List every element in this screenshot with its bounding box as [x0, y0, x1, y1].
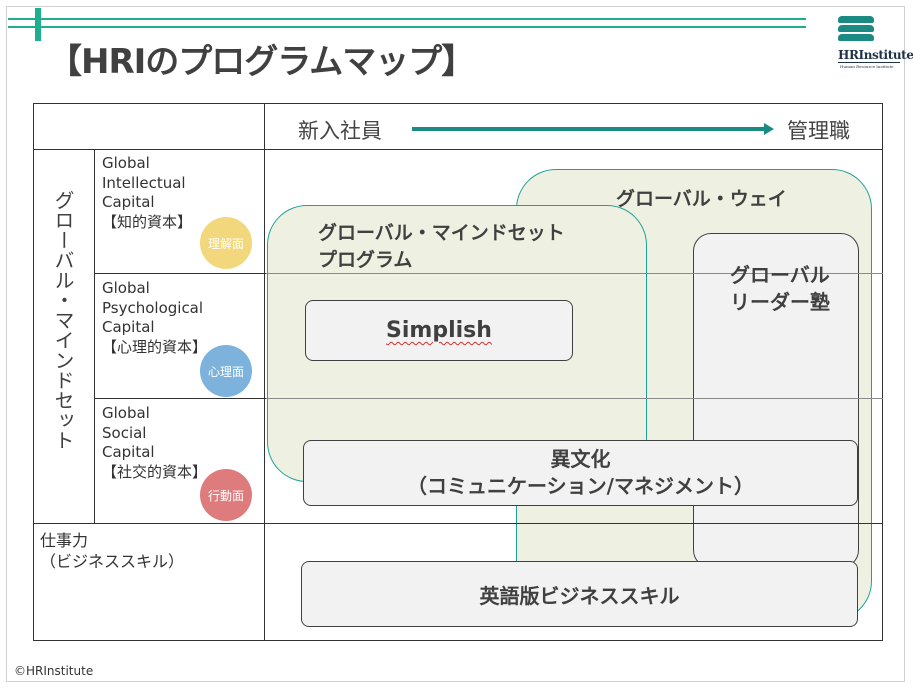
row-label-psychological: Global Psychological Capital 【心理的資本】 — [102, 279, 208, 356]
program-simplish-label: Simplish — [386, 318, 492, 343]
grid-line-col-1 — [94, 149, 95, 523]
header-end-label: 管理職 — [787, 119, 850, 143]
career-arrow-line — [412, 127, 766, 131]
arrow-right-icon — [764, 123, 774, 135]
header-line-bottom — [8, 26, 806, 28]
logo-underline — [838, 62, 900, 63]
header-line-top — [8, 18, 806, 20]
logo-wave-icon — [838, 16, 874, 23]
copyright: ©HRInstitute — [14, 664, 94, 678]
program-intercultural-label: 異文化 （コミュニケーション/マネジメント） — [407, 447, 754, 498]
badge-psychological: 心理面 — [200, 345, 252, 397]
program-label-global-leader: グローバル リーダー塾 — [730, 263, 830, 314]
program-english-label: 英語版ビジネススキル — [479, 583, 680, 608]
grid-line-row-3 — [33, 523, 883, 524]
grid-line-faint-1 — [266, 273, 883, 274]
grid-line-col-2 — [264, 103, 265, 641]
program-simplish: Simplish — [305, 300, 573, 361]
grid-line-row-2 — [94, 398, 266, 399]
program-intercultural: 異文化 （コミュニケーション/マネジメント） — [303, 440, 858, 506]
row-label-social: Global Social Capital 【社交的資本】 — [102, 404, 208, 481]
program-grid — [33, 103, 883, 641]
slide-frame — [6, 6, 905, 682]
program-label-global-mindset: グローバル・マインドセット プログラム — [318, 222, 565, 271]
grid-line-header — [33, 149, 883, 150]
logo-subtitle: Human Resource Institute — [840, 64, 894, 69]
page-title: 【HRIのプログラムマップ】 — [48, 42, 475, 82]
badge-understanding: 理解面 — [200, 217, 252, 269]
title-accent-bar — [35, 8, 41, 41]
row-label-intellectual: Global Intellectual Capital 【知的資本】 — [102, 154, 193, 231]
logo-wave-icon — [838, 25, 874, 32]
grid-line-row-1 — [94, 273, 266, 274]
vertical-group-title: グローバル・マインドセット — [51, 190, 75, 450]
program-english-business-skills: 英語版ビジネススキル — [301, 561, 858, 627]
header-start-label: 新入社員 — [298, 119, 382, 143]
grid-line-faint-2 — [266, 398, 883, 399]
row-label-business-skills: 仕事力 （ビジネススキル） — [40, 531, 185, 571]
badge-behavior: 行動面 — [200, 469, 252, 521]
program-label-global-way: グローバル・ウェイ — [616, 188, 787, 210]
logo-name: HRInstitute — [838, 48, 913, 62]
logo-wave-icon — [838, 34, 874, 41]
